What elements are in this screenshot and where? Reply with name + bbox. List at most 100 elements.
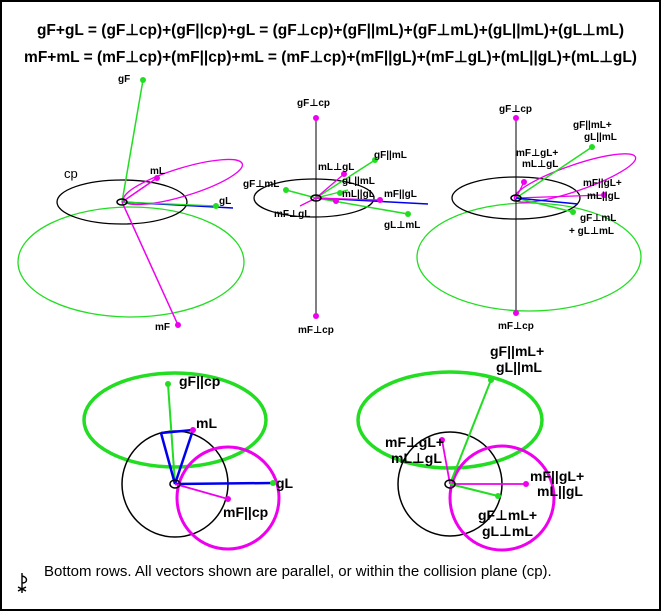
gF-par-mL-vector xyxy=(515,146,593,199)
label-gL-par-mL: gL||mL xyxy=(342,176,375,187)
label-mF-par-gL: mF||gL xyxy=(384,189,417,200)
label-mL: mL xyxy=(196,415,217,431)
label-mL-perp-gL: mL⊥gL xyxy=(318,162,354,173)
magenta-circle xyxy=(448,444,556,552)
top-left-panel: gF cp mL gL mF xyxy=(17,74,245,333)
cp-ellipse xyxy=(253,178,375,218)
label-mF-perp-cp: mF⊥cp xyxy=(298,325,334,336)
label-cp: cp xyxy=(64,166,78,181)
top-right-panel: gF⊥cp gF||mL+ gL||mL mF⊥gL+ mL⊥gL mF||gL… xyxy=(416,104,642,332)
label-gF-perp-mL: gF⊥mL xyxy=(243,179,279,190)
gL-vector xyxy=(121,201,219,207)
gL-vector xyxy=(174,481,274,486)
magenta-ellipse xyxy=(513,153,637,203)
gF-perp-mL-vector xyxy=(449,483,499,497)
mL-tip xyxy=(154,175,160,181)
mF-par-cp-tip xyxy=(225,496,231,502)
label-mF: mF xyxy=(155,322,170,333)
mF-par-gL-vector xyxy=(315,197,381,201)
gF-par-mL-tip xyxy=(589,144,595,150)
mF-par-gL-vector xyxy=(515,194,605,199)
gF-perp-mL-vector xyxy=(515,197,574,213)
label-mF-perp-gL: mF⊥gL xyxy=(274,209,310,220)
mL-perp-gL-vector xyxy=(315,173,345,199)
blue-vector-top xyxy=(160,428,194,435)
gF-perp-mL-tip xyxy=(495,493,501,499)
gL-par-mL-tip xyxy=(337,190,343,196)
gF-tip xyxy=(140,77,146,83)
gF-par-mL-vector xyxy=(315,159,376,199)
label-gF-perp-cp: gF⊥cp xyxy=(297,98,330,109)
gF-perp-cp-tip xyxy=(513,115,519,121)
mL-tip xyxy=(190,427,196,433)
label-gF-par-mL-1: gF||mL+ xyxy=(573,120,612,131)
label-mF-par-gL-1: mF||gL+ xyxy=(583,178,622,189)
gF-par-mL-tip xyxy=(488,377,494,383)
origin-marker xyxy=(116,198,128,206)
green-ellipse xyxy=(17,206,245,318)
gF-vector xyxy=(121,79,144,203)
gL-tip xyxy=(270,480,276,486)
label-gF-par-mL-1: gF||mL+ xyxy=(490,343,544,359)
gL-tip xyxy=(213,203,219,209)
equation-m-sum: mF+mL = (mF⊥cp)+(mF||cp)+mL = (mF⊥cp)+(m… xyxy=(24,49,637,66)
label-gL: gL xyxy=(219,196,231,207)
mF-par-cp-vector xyxy=(174,483,229,500)
label-mF-perp-gL-2: mL⊥gL xyxy=(522,159,558,170)
mF-par-gL-tip xyxy=(601,192,607,198)
gL-perp-mL-vector xyxy=(315,197,409,215)
label-gF-par-mL-2: gL||mL xyxy=(584,132,617,143)
blue-vector xyxy=(515,197,579,205)
label-gF-par-mL-2: gL||mL xyxy=(496,359,542,375)
gF-par-cp-tip xyxy=(165,381,171,387)
label-mF-par-gL-2: mL||gL xyxy=(587,191,620,202)
gL-perp-mL-tip xyxy=(405,211,411,217)
label-mF-perp-gL-2: mL⊥gL xyxy=(391,450,442,466)
gF-perp-mL-tip xyxy=(283,187,289,193)
cp-ellipse xyxy=(56,179,188,225)
bottom-left-panel: gF||cp mL gL mF||cp xyxy=(82,371,294,551)
mL-vector xyxy=(173,429,195,485)
origin-marker xyxy=(444,479,456,489)
gF-par-mL-vector xyxy=(449,379,492,485)
mF-perp-gL-tip xyxy=(521,179,527,185)
top-middle-panel: gF⊥cp gF||mL mL⊥gL gL||mL mL||gL mF||gL … xyxy=(243,98,429,336)
mL-vector xyxy=(121,177,158,203)
bottom-right-panel: gF||mL+ gL||mL mF⊥gL+ mL⊥gL mF||gL+ mL||… xyxy=(356,343,584,552)
origin-marker xyxy=(510,194,522,202)
green-ellipse xyxy=(356,370,544,470)
caption: Bottom rows. All vectors shown are paral… xyxy=(44,563,552,580)
blue-vector-up xyxy=(159,432,177,485)
label-gF-perp-cp: gF⊥cp xyxy=(499,104,532,115)
equation-g-sum: gF+gL = (gF⊥cp)+(gF||cp)+gL = (gF⊥cp)+(g… xyxy=(36,22,625,39)
mF-tip xyxy=(175,322,181,328)
label-gF-par-cp: gF||cp xyxy=(179,373,220,389)
mL-par-gL-tip xyxy=(333,198,339,204)
label-gF-perp-mL-1: gF⊥mL+ xyxy=(478,507,537,523)
label-mF-perp-gL-1: mF⊥gL+ xyxy=(516,148,558,159)
mF-perp-gL-vector xyxy=(299,197,317,207)
magenta-circle xyxy=(175,445,281,551)
gF-par-cp-vector xyxy=(167,383,176,485)
label-mF-par-gL-1: mF||gL+ xyxy=(530,468,584,484)
mF-perp-gL-tip xyxy=(439,437,445,443)
label-mL-par-gL: mL||gL xyxy=(342,189,375,200)
label-mF-perp-cp: mF⊥cp xyxy=(498,321,534,332)
gF-par-mL-tip xyxy=(372,157,378,163)
mF-par-gL-tip xyxy=(377,197,383,203)
label-mF-par-gL-2: mL||gL xyxy=(537,483,583,499)
green-ellipse xyxy=(416,202,642,312)
gF-perp-mL-tip xyxy=(570,209,576,215)
mF-vector xyxy=(121,201,179,326)
mF-par-gL-tip xyxy=(523,481,529,487)
label-gF-perp-mL-2: + gL⊥mL xyxy=(569,226,614,237)
label-mL: mL xyxy=(150,166,165,177)
green-ellipse xyxy=(82,371,268,469)
origin-marker xyxy=(169,479,181,489)
gF-perp-cp-tip xyxy=(313,115,319,121)
label-gF: gF xyxy=(118,74,130,85)
label-gF-perp-mL-2: gL⊥mL xyxy=(482,523,533,539)
label-gF-perp-mL-1: gF⊥mL xyxy=(580,213,616,224)
